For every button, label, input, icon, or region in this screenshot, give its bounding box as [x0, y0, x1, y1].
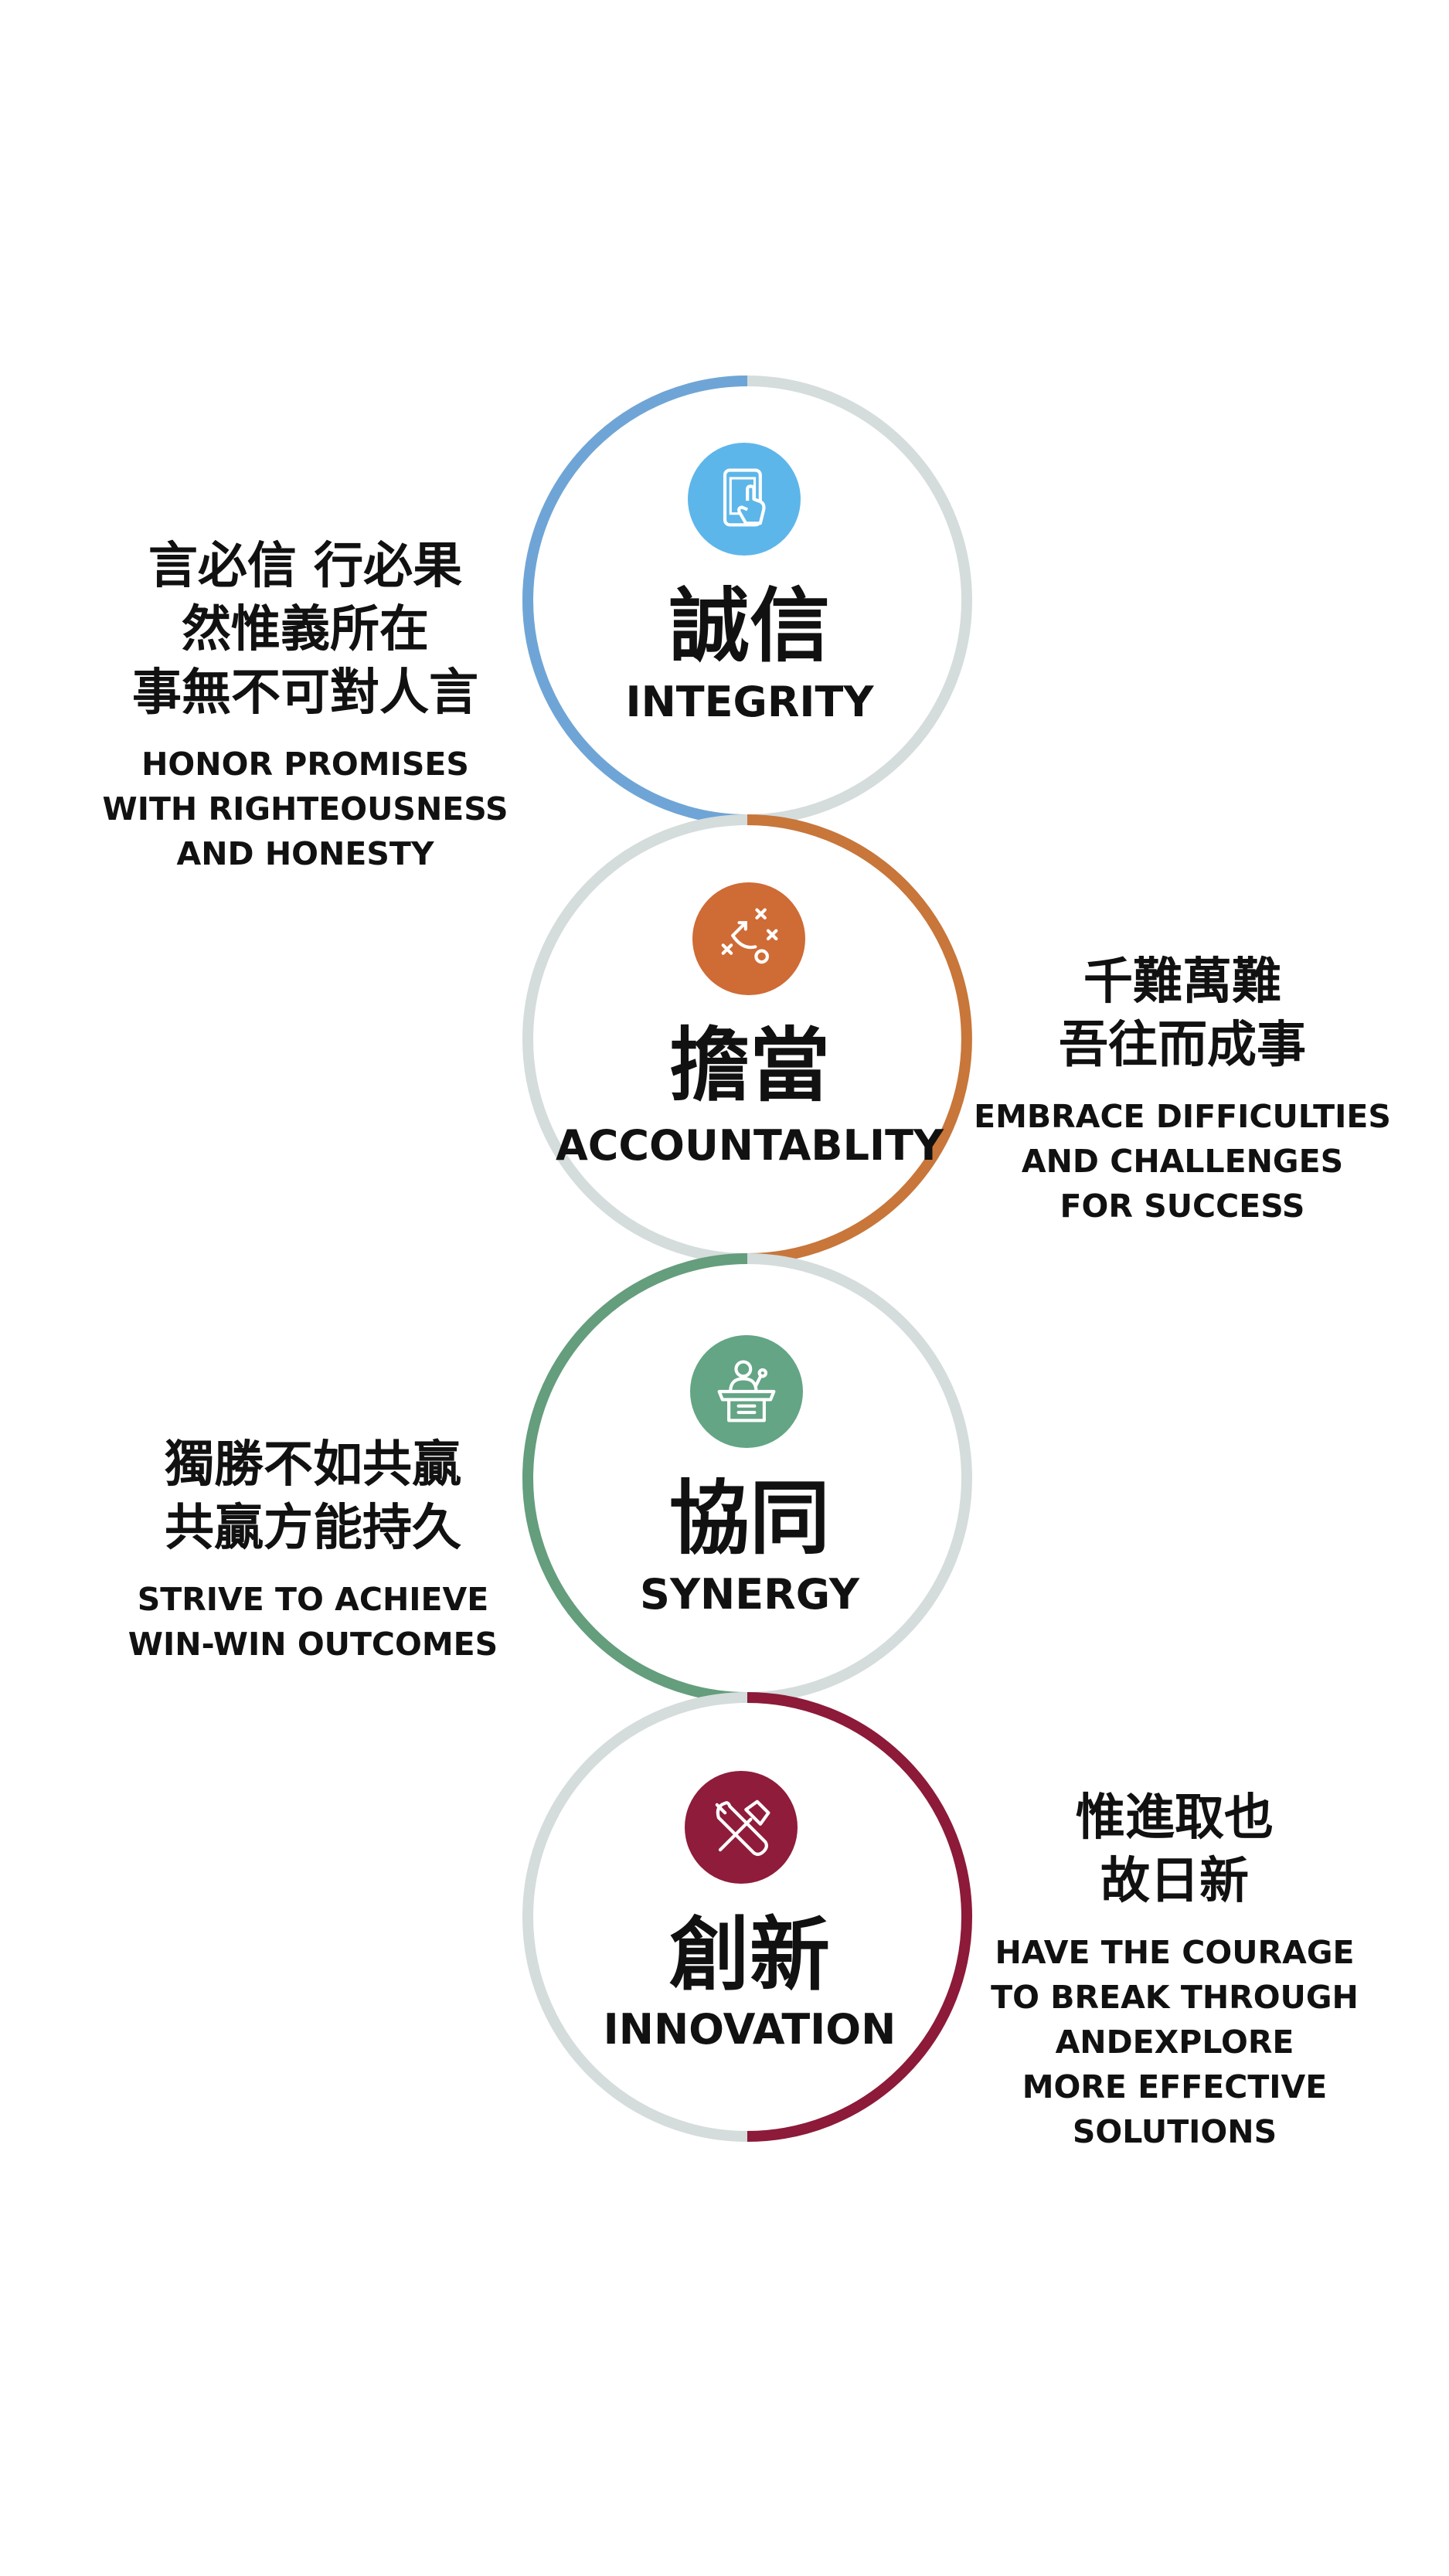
ring-arc-accountability	[747, 814, 972, 1264]
motto-line: 獨勝不如共贏	[165, 1436, 461, 1494]
value-title-integrity: 誠信	[668, 579, 830, 673]
desc-line: HONOR PROMISES	[141, 746, 469, 783]
desc-line: SOLUTIONS	[1072, 2113, 1277, 2150]
tools-icon	[715, 1799, 770, 1857]
value-en-innovation: INNOVATION	[603, 2005, 896, 2054]
motto-integrity: 言必信 行必果 然惟義所在 事無不可對人言	[66, 535, 545, 725]
ring-arc-innovation	[747, 1692, 972, 2142]
desc-line: EMBRACE DIFFICULTIES	[974, 1098, 1391, 1135]
desc-accountability: EMBRACE DIFFICULTIES AND CHALLENGES FOR …	[943, 1094, 1422, 1229]
desc-integrity: HONOR PROMISES WITH RIGHTEOUSNESS AND HO…	[66, 742, 545, 876]
speaker-podium-icon	[717, 1360, 776, 1422]
desc-line: HAVE THE COURAGE	[995, 1934, 1355, 1971]
desc-line: FOR SUCCESS	[1060, 1188, 1305, 1225]
accountability-badge	[692, 882, 805, 995]
ring-arc-synergy	[522, 1253, 748, 1703]
motto-line: 千難萬難	[1083, 953, 1281, 1011]
desc-line: WIN-WIN OUTCOMES	[128, 1626, 498, 1663]
motto-innovation: 惟進取也 故日新	[935, 1786, 1414, 1913]
side-text-integrity: 言必信 行必果 然惟義所在 事無不可對人言 HONOR PROMISES WIT…	[66, 535, 545, 876]
motto-synergy: 獨勝不如共贏 共贏方能持久	[73, 1433, 553, 1560]
motto-line: 故日新	[1100, 1853, 1249, 1910]
motto-line: 共贏方能持久	[165, 1500, 461, 1557]
motto-line: 事無不可對人言	[132, 664, 478, 722]
desc-line: STRIVE TO ACHIEVE	[137, 1581, 489, 1618]
desc-line: AND HONESTY	[176, 835, 434, 872]
desc-synergy: STRIVE TO ACHIEVE WIN-WIN OUTCOMES	[73, 1577, 553, 1667]
value-title-innovation: 創新	[668, 1908, 830, 2002]
motto-line: 吾往而成事	[1059, 1017, 1306, 1074]
tablet-touch-icon	[723, 468, 766, 527]
value-en-synergy: SYNERGY	[640, 1570, 859, 1619]
desc-innovation: HAVE THE COURAGE TO BREAK THROUGH ANDEXP…	[935, 1930, 1414, 2154]
synergy-badge	[690, 1335, 803, 1448]
motto-line: 言必信 行必果	[148, 538, 463, 595]
desc-line: TO BREAK THROUGH	[991, 1979, 1359, 2016]
desc-line: MORE EFFECTIVE	[1022, 2068, 1328, 2105]
innovation-badge	[685, 1771, 798, 1884]
desc-line: WITH RIGHTEOUSNESS	[102, 790, 509, 828]
strategy-play-icon	[721, 908, 778, 964]
side-text-accountability: 千難萬難 吾往而成事 EMBRACE DIFFICULTIES AND CHAL…	[943, 950, 1422, 1229]
desc-line: AND CHALLENGES	[1021, 1143, 1344, 1180]
motto-line: 然惟義所在	[182, 601, 429, 658]
side-text-synergy: 獨勝不如共贏 共贏方能持久 STRIVE TO ACHIEVE WIN-WIN …	[73, 1433, 553, 1667]
value-title-synergy: 協同	[668, 1471, 830, 1565]
desc-line: ANDEXPLORE	[1055, 2024, 1294, 2061]
motto-accountability: 千難萬難 吾往而成事	[943, 950, 1422, 1077]
integrity-badge	[688, 443, 801, 556]
value-en-accountability: ACCOUNTABLITY	[555, 1121, 944, 1170]
ring-arc-integrity	[522, 376, 748, 825]
side-text-innovation: 惟進取也 故日新 HAVE THE COURAGE TO BREAK THROU…	[935, 1786, 1414, 2154]
value-title-accountability: 擔當	[668, 1018, 830, 1113]
motto-line: 惟進取也	[1076, 1789, 1274, 1847]
value-en-integrity: INTEGRITY	[625, 678, 874, 726]
